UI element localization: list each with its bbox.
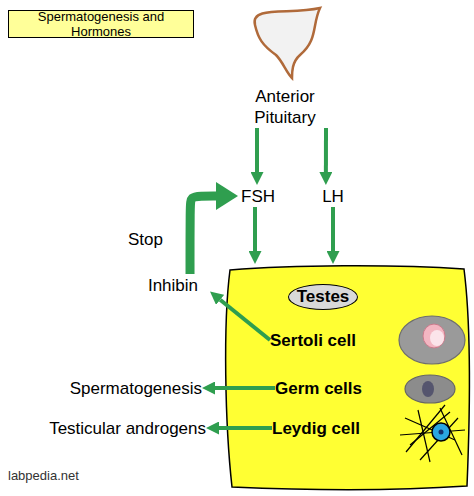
sertoli-cell-symbol (399, 316, 465, 364)
node-text: Leydig cell (272, 418, 360, 439)
hormone-label: LH (316, 185, 350, 207)
leydig-cell-symbol (400, 405, 465, 462)
fiber-line (440, 408, 462, 455)
cell-body (432, 423, 450, 441)
hormone-arrow (220, 300, 270, 340)
fiber-line (410, 412, 450, 445)
hormone-arrow (331, 207, 335, 251)
node-text: Germ cells (275, 378, 362, 399)
node-text: Inhibin (148, 275, 198, 296)
cell-nucleus (439, 430, 444, 435)
germ-cell-symbol (405, 375, 455, 403)
node-text: Spermatogenesis (70, 378, 202, 399)
hormone-arrow (255, 128, 259, 172)
cell-nucleus-inner (430, 330, 444, 346)
node-text: Anterior Pituitary (235, 86, 335, 128)
testes-blob: TestesSertoli cellGerm cellsLeydig cell (222, 264, 472, 492)
hormone-arrow (190, 196, 216, 274)
testes-shape (226, 266, 470, 490)
node-text: Sertoli cell (270, 330, 356, 351)
gland-node: Anterior Pituitary (235, 4, 335, 128)
fiber-line (400, 430, 465, 435)
node-text: Testicular androgens (49, 418, 206, 439)
fiber-line (406, 405, 445, 452)
hormone-arrow (324, 128, 328, 172)
hormone-arrow (253, 207, 257, 251)
pituitary-shape (255, 8, 320, 78)
fiber-line (418, 410, 430, 462)
product-label: Spermatogenesis (40, 377, 202, 399)
fiber-line (405, 418, 455, 440)
cell-label: Sertoli cell (270, 329, 384, 351)
edge-label: Stop (128, 229, 163, 250)
organ-label: Testes (288, 284, 358, 310)
watermark: labpedia.net (8, 468, 79, 484)
node-text: LH (322, 186, 344, 207)
hormone-label: FSH (238, 185, 278, 207)
product-label: Testicular androgens (24, 417, 206, 439)
diagram-title: Spermatogenesis and Hormones (12, 9, 190, 39)
node-text: FSH (241, 186, 275, 207)
cell-body (405, 375, 455, 403)
cell-label: Leydig cell (272, 417, 380, 439)
hormone-arrow (219, 426, 272, 430)
cell-label: Germ cells (275, 377, 379, 399)
title-box: Spermatogenesis and Hormones (8, 10, 194, 38)
hormone-label: Inhibin (136, 274, 210, 296)
cell-nucleus (422, 381, 434, 397)
hormone-arrow (215, 386, 275, 390)
fiber-line (420, 418, 458, 460)
cell-body (399, 316, 465, 364)
cell-nucleus (423, 324, 445, 348)
